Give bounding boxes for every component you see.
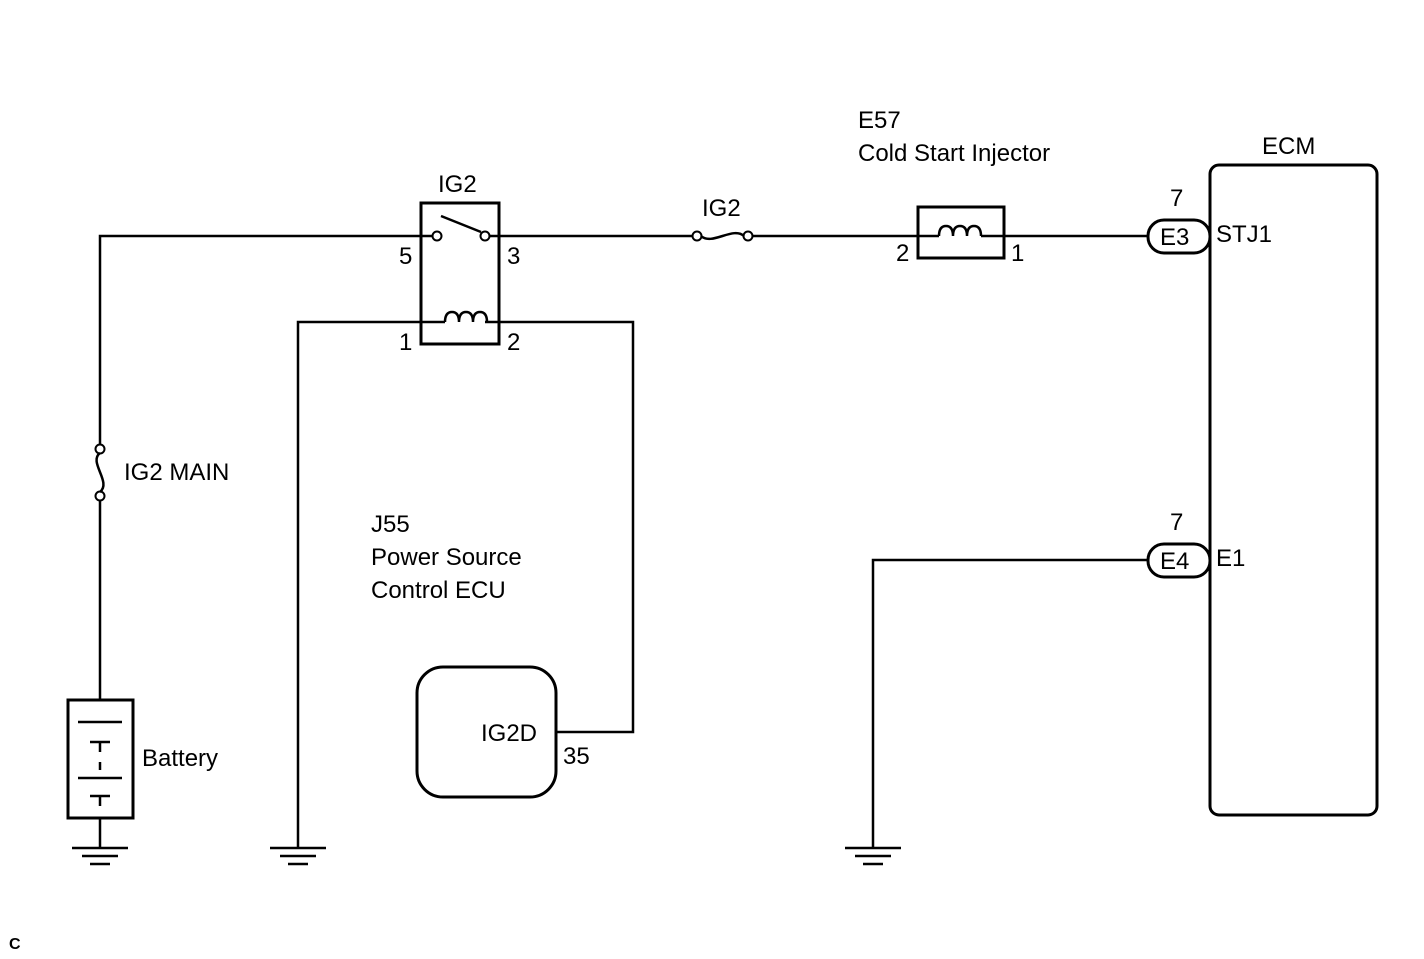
battery-symbol xyxy=(66,698,135,820)
injector-pin-2: 2 xyxy=(896,240,909,267)
power-source-ecu-code: J55 xyxy=(371,511,410,538)
wire-ig2main-to-relay xyxy=(98,234,437,449)
power-source-ecu-name-line2: Control ECU xyxy=(371,577,506,604)
wires xyxy=(98,234,1148,848)
ig2-relay-label: IG2 xyxy=(438,171,477,198)
relay-pin-3: 3 xyxy=(507,243,520,270)
ig2-relay-symbol xyxy=(419,201,501,346)
ecm-box xyxy=(1208,163,1379,817)
ecm-connector-e4-pin: 7 xyxy=(1170,509,1183,536)
ecm-connector-e4 xyxy=(1146,542,1212,579)
ecm-connector-e3-id: E3 xyxy=(1160,224,1189,251)
ground-symbol xyxy=(845,846,901,866)
wire-ecm-e1-to-ground xyxy=(871,558,1148,848)
cold-start-injector-symbol xyxy=(916,205,1006,260)
power-source-ecu-box xyxy=(415,665,558,799)
power-source-ecu-name-line1: Power Source xyxy=(371,544,522,571)
ecm-label: ECM xyxy=(1262,133,1315,160)
ig2-fuse-symbol xyxy=(691,230,754,242)
ig2-main-fuse-symbol xyxy=(94,443,106,502)
power-source-ecu-terminal: IG2D xyxy=(481,720,537,747)
relay-pin-2: 2 xyxy=(507,329,520,356)
ig2-fuse-label: IG2 xyxy=(702,195,741,222)
relay-pin-1: 1 xyxy=(399,329,412,356)
ecm-connector-e3-pin: 7 xyxy=(1170,185,1183,212)
power-source-ecu-pin: 35 xyxy=(563,743,590,770)
ig2-main-fuse-label: IG2 MAIN xyxy=(124,459,229,486)
ground-symbol xyxy=(270,846,326,866)
wire-relay-coil-to-ecu xyxy=(485,320,635,734)
injector-pin-1: 1 xyxy=(1011,240,1024,267)
battery-label: Battery xyxy=(142,745,218,772)
ecm-connector-e4-id: E4 xyxy=(1160,548,1189,575)
ecm-terminal-e1: E1 xyxy=(1216,545,1245,572)
ground-symbol xyxy=(72,846,128,866)
ecm-terminal-stj1: STJ1 xyxy=(1216,221,1272,248)
corner-mark: C xyxy=(9,936,21,953)
relay-pin-5: 5 xyxy=(399,243,412,270)
wire-relay-coil-to-ground xyxy=(296,320,437,848)
ecm-connector-e3 xyxy=(1146,218,1212,255)
injector-name: Cold Start Injector xyxy=(858,140,1050,167)
injector-code: E57 xyxy=(858,107,901,134)
